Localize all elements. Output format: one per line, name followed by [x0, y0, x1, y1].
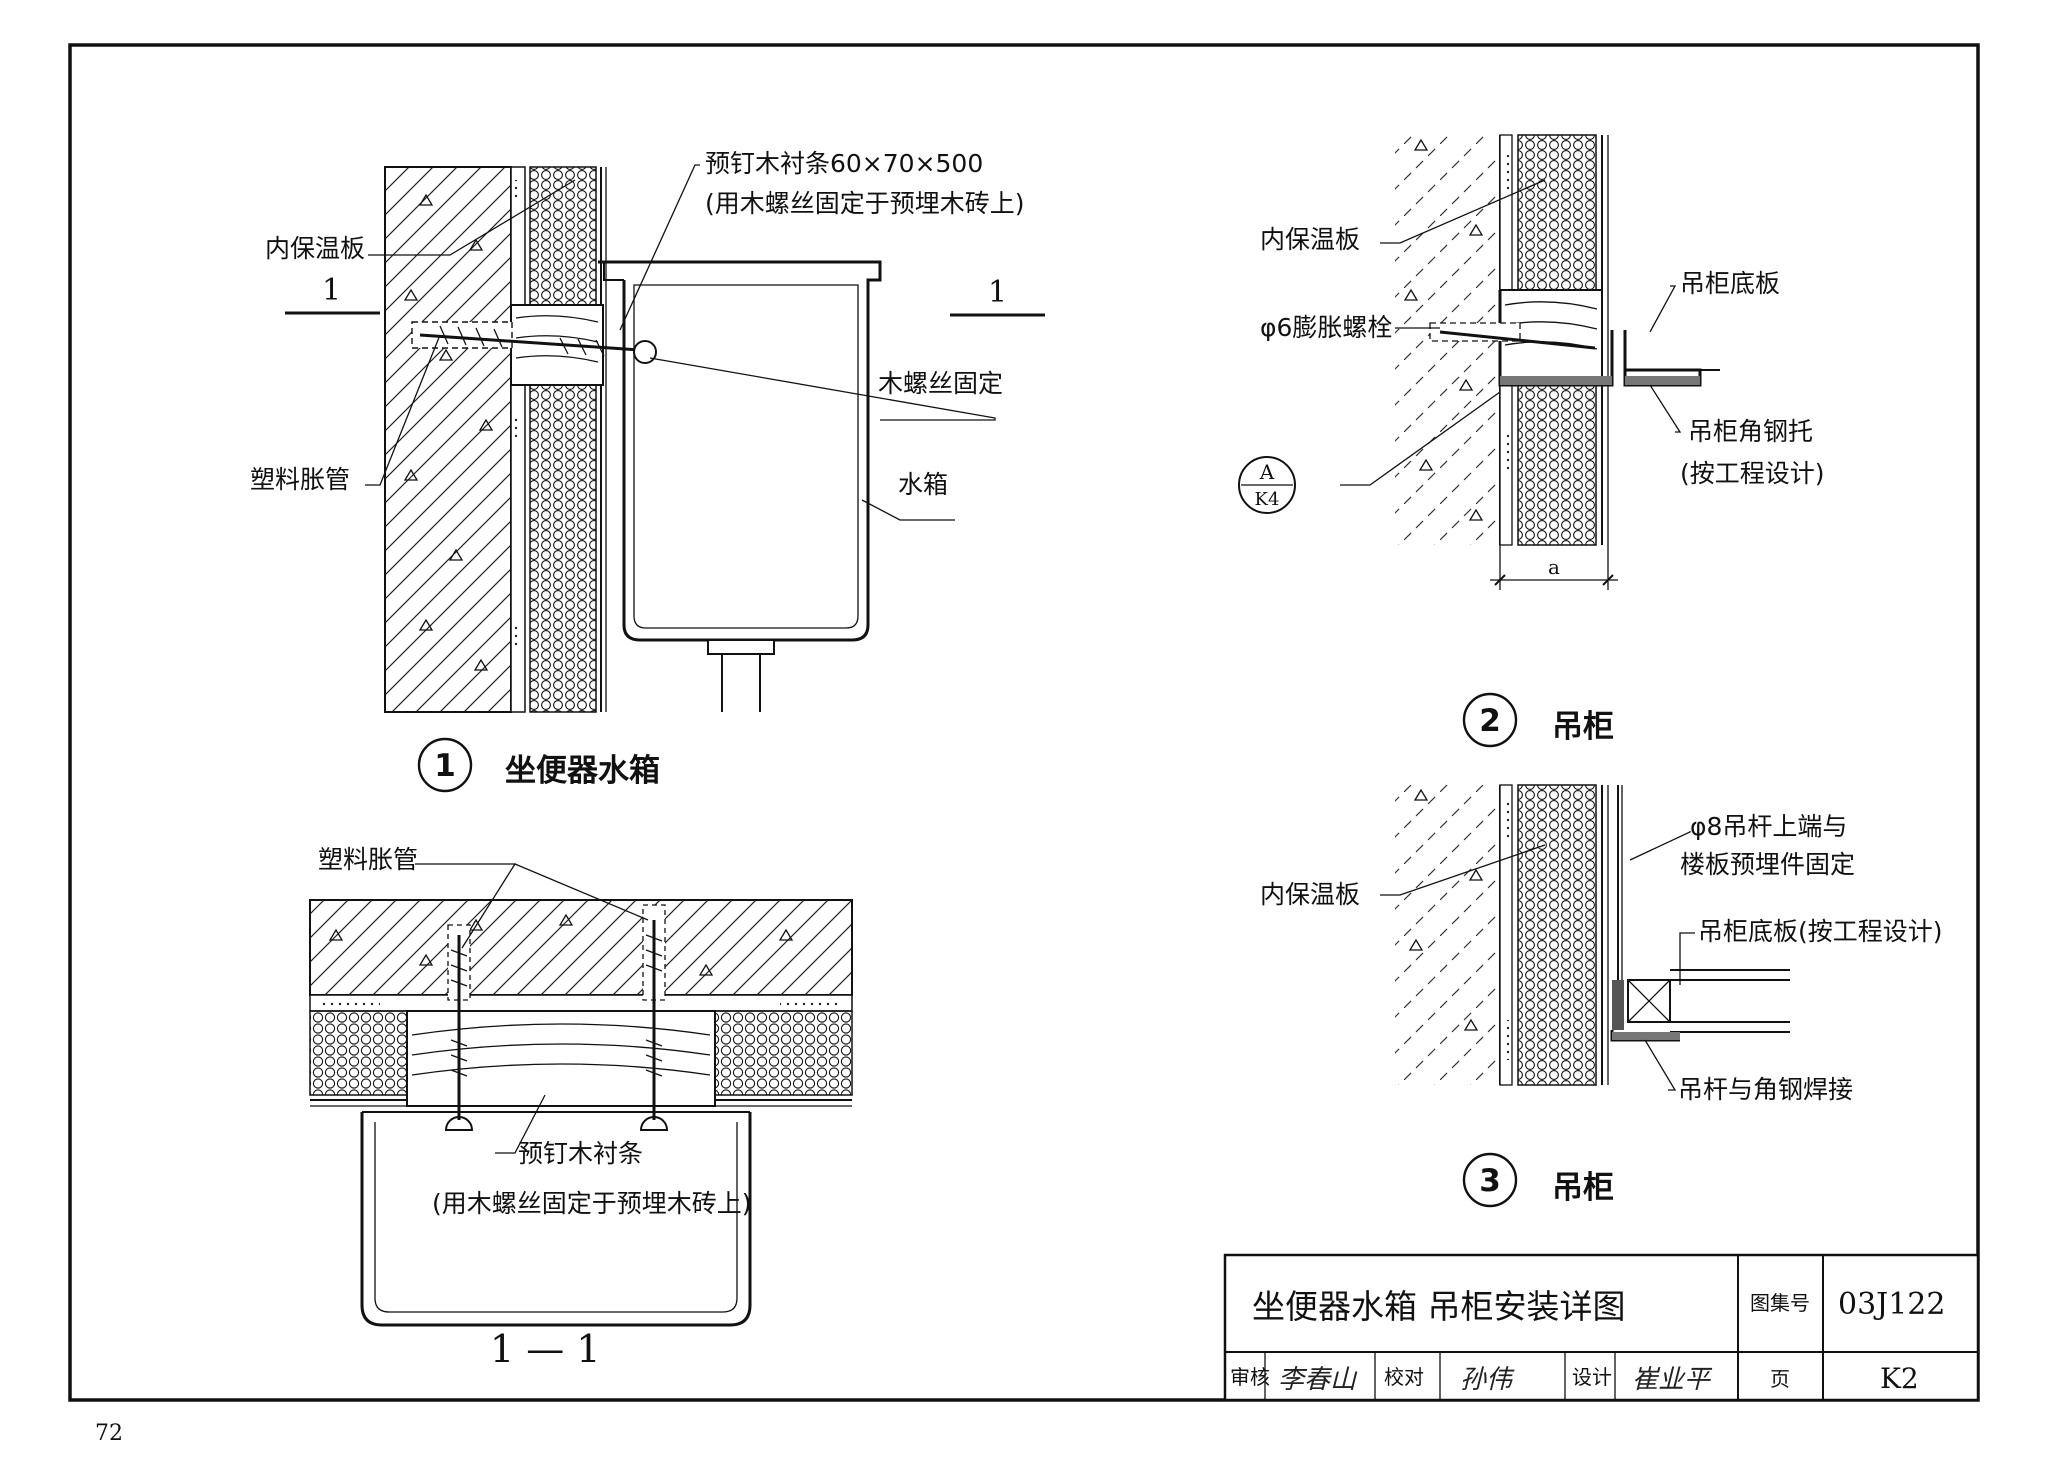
section-concrete — [309, 899, 853, 996]
title-block: 坐便器水箱 吊柜安装详图 图集号 03J122 审核 李春山 校对 孙伟 设计 … — [1223, 1253, 1980, 1402]
design-label: 设计 — [1572, 1365, 1612, 1389]
page-label: 页 — [1770, 1367, 1790, 1391]
detail-1-toilet-tank: 1 1 内保温板 预钉木衬条60×70×500 (用木螺丝固定于预埋木砖上) 木… — [250, 149, 1045, 793]
section-wood-strip — [406, 1010, 716, 1107]
label-plastic-sleeve: 塑料胀管 — [250, 465, 350, 494]
detail-number-1: 1 — [434, 748, 456, 784]
review-label: 审核 — [1230, 1365, 1270, 1389]
label-wood-screw: 木螺丝固定 — [878, 369, 1003, 398]
atlas-number: 03J122 — [1838, 1287, 1945, 1322]
label-d3-bottom-board: 吊柜底板(按工程设计) — [1698, 917, 1943, 946]
detail-number-2: 2 — [1479, 703, 1501, 739]
section-insulation-right — [714, 1010, 853, 1096]
section-insulation-left — [309, 1010, 408, 1096]
designer-signature: 崔业平 — [1632, 1365, 1713, 1395]
label-insulation-board: 内保温板 — [265, 234, 365, 263]
label-section-plastic-sleeve: 塑料胀管 — [318, 845, 418, 874]
detail-title-1: 坐便器水箱 — [505, 753, 660, 789]
checker-signature: 孙伟 — [1460, 1365, 1515, 1395]
label-d3-rod-weld: 吊杆与角钢焊接 — [1678, 1075, 1853, 1104]
detail-2-hanging-cabinet: a A K4 内保温板 吊柜底板 φ6膨胀螺栓 吊柜角钢托 (按工程设计) 2 … — [1238, 134, 1825, 748]
dim-a: a — [1548, 555, 1560, 579]
label-d3-insulation: 内保温板 — [1260, 880, 1360, 909]
label-section-wood-strip: 预钉木衬条 — [518, 1139, 643, 1168]
label-d3-rod-top: φ8吊杆上端与 — [1690, 812, 1847, 841]
d3-insulation — [1517, 784, 1597, 1086]
check-label: 校对 — [1384, 1365, 1424, 1389]
label-wood-strip: 预钉木衬条60×70×500 — [705, 149, 983, 178]
section-mark-right: 1 — [988, 275, 1007, 310]
section-1-1: 塑料胀管 预钉木衬条 (用木螺丝固定于预埋木砖上) 1 — 1 — [309, 845, 853, 1371]
label-d2-angle-bracket: 吊柜角钢托 — [1688, 417, 1813, 446]
detail-number-circle-2 — [1462, 692, 1518, 748]
ref-a: A — [1259, 460, 1275, 484]
label-section-wood-strip-note: (用木螺丝固定于预埋木砖上) — [432, 1189, 752, 1218]
section-title-1-1: 1 — 1 — [490, 1327, 601, 1371]
reviewer-signature: 李春山 — [1278, 1365, 1358, 1395]
page-number: 72 — [95, 1421, 123, 1446]
detail-number-circle-3 — [1462, 1152, 1518, 1208]
page-code: K2 — [1880, 1362, 1919, 1395]
detail-title-3: 吊柜 — [1552, 1170, 1614, 1206]
sheet-border — [68, 43, 1980, 1402]
plaster-layer — [510, 166, 526, 713]
label-water-tank: 水箱 — [898, 470, 948, 499]
label-d2-angle-note: (按工程设计) — [1680, 459, 1825, 488]
detail-number-circle-1 — [417, 737, 473, 793]
section-mark-left: 1 — [322, 273, 341, 308]
title-block-title: 坐便器水箱 吊柜安装详图 — [1252, 1287, 1626, 1326]
ref-k4: K4 — [1255, 489, 1280, 510]
water-tank-outline — [598, 260, 882, 642]
detail-number-3: 3 — [1479, 1163, 1501, 1199]
d3-wall — [1395, 785, 1500, 1085]
atlas-label: 图集号 — [1750, 1291, 1810, 1315]
insulation-foam — [529, 166, 597, 713]
label-d3-rod-top2: 楼板预埋件固定 — [1680, 850, 1855, 879]
label-d2-expansion-bolt: φ6膨胀螺栓 — [1260, 313, 1392, 342]
detail-title-2: 吊柜 — [1552, 709, 1614, 745]
label-d2-bottom-board: 吊柜底板 — [1680, 269, 1780, 298]
concrete-wall — [384, 166, 512, 713]
detail-3-hanging-cabinet: 内保温板 φ8吊杆上端与 楼板预埋件固定 吊柜底板(按工程设计) 吊杆与角钢焊接… — [1260, 784, 1943, 1208]
label-d2-insulation: 内保温板 — [1260, 225, 1360, 254]
label-wood-strip-note: (用木螺丝固定于预埋木砖上) — [705, 189, 1025, 218]
